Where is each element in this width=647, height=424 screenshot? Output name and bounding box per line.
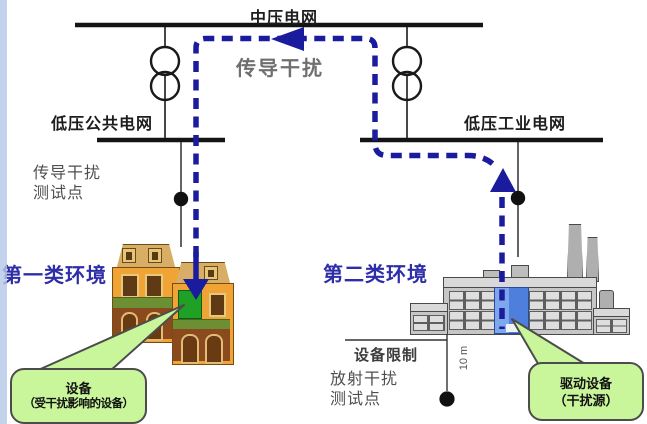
conducted-test-point-label: 传导干扰 测试点	[33, 165, 102, 202]
interference-source-callout: 驱动设备 （干扰源）	[528, 362, 644, 421]
conducted-interference-label: 传导干扰	[236, 58, 324, 80]
house-dormer	[204, 266, 218, 280]
radiated-test-point-label: 放射干扰 测试点	[330, 371, 399, 408]
lv-public-grid-label: 低压公共电网	[51, 116, 154, 133]
house-arch-window	[205, 334, 223, 364]
factory-window-row	[413, 315, 445, 331]
lv-industrial-grid-label: 低压工业电网	[464, 116, 567, 133]
factory-window-row	[596, 319, 627, 333]
house-dormer	[122, 248, 136, 263]
callout-line: （干扰源）	[553, 392, 619, 408]
callout-line: 设备	[65, 381, 92, 396]
class2-environment-label: 第二类环境	[323, 264, 428, 286]
affected-equipment-callout: 设备 （受干扰影响的设备）	[10, 368, 147, 424]
distance-10m-label: 10 m	[458, 345, 470, 371]
equipment-limit-label: 设备限制	[354, 347, 419, 364]
house-window	[209, 293, 226, 317]
class1-environment-label: 第一类环境	[2, 265, 107, 287]
callout-line: 驱动设备	[559, 375, 612, 391]
medium-voltage-grid-label: 中压电网	[250, 10, 319, 27]
house-dormer	[148, 248, 162, 263]
scan-edge-artifact	[0, 0, 7, 424]
callout-line: （受干扰影响的设备）	[23, 398, 135, 410]
